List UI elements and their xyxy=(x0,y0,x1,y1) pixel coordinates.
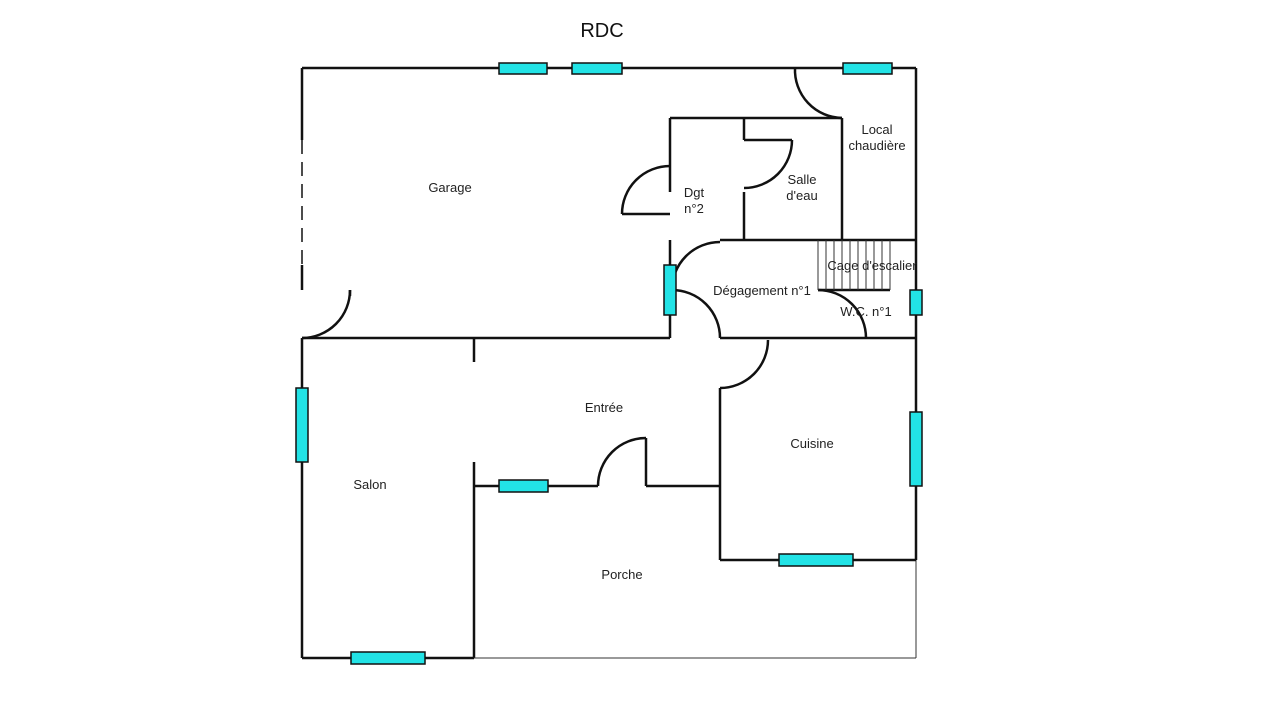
salle-eau-line2: d'eau xyxy=(786,188,818,203)
staircase xyxy=(817,240,891,290)
room-label-porche: Porche xyxy=(601,567,643,582)
local-line2: chaudière xyxy=(848,138,906,153)
dgt2-line2: n°2 xyxy=(684,201,704,216)
windows xyxy=(295,62,923,665)
room-label-cage-escalier: Cage d'escalier xyxy=(827,258,917,273)
dgt2-line1: Dgt xyxy=(683,185,705,200)
room-label-wc: W.C. n°1 xyxy=(840,304,892,319)
plan-title: RDC xyxy=(580,20,624,42)
room-label-cuisine: Cuisine xyxy=(790,436,834,451)
room-label-salon: Salon xyxy=(353,477,387,492)
local-line1: Local xyxy=(861,122,893,137)
doors xyxy=(301,67,868,487)
room-label-degagement: Dégagement n°1 xyxy=(713,283,811,298)
room-label-garage: Garage xyxy=(428,180,472,195)
room-label-entree: Entrée xyxy=(584,400,624,415)
salle-eau-line1: Salle xyxy=(787,172,817,187)
